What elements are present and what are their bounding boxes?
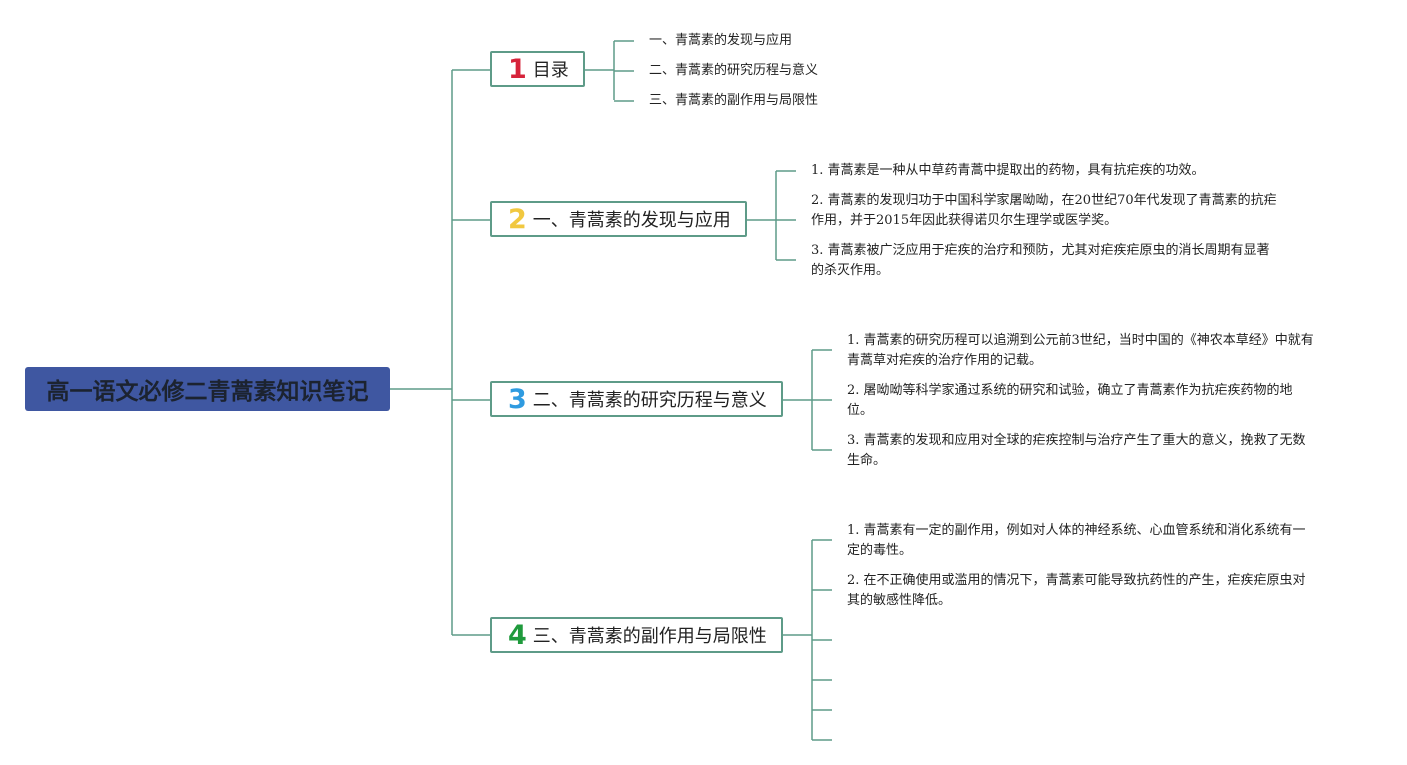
note-line: 3. 青蒿素被广泛应用于疟疾的治疗和预防，尤其对疟疾疟原虫的消长周期有显著 [811,243,1270,258]
discovery-note-3[interactable]: 3. 青蒿素被广泛应用于疟疾的治疗和预防，尤其对疟疾疟原虫的消长周期有显著 的杀… [811,241,1270,281]
note-line: 其的敏感性降低。 [847,593,952,608]
note-line: 1. 青蒿素有一定的副作用，例如对人体的神经系统、心血管系统和消化系统有一 [847,523,1306,538]
research-note-1[interactable]: 1. 青蒿素的研究历程可以追溯到公元前3世纪，当时中国的《神农本草经》中就有 青… [847,331,1314,371]
topic-number-1: 1 [508,53,527,85]
note-line: 2. 青蒿素的发现归功于中国科学家屠呦呦，在20世纪70年代发现了青蒿素的抗疟 [811,193,1277,208]
note-line: 位。 [847,403,874,418]
note-line: 青蒿草对疟疾的治疗作用的记载。 [847,353,1043,368]
side-effects-note-1[interactable]: 1. 青蒿素有一定的副作用，例如对人体的神经系统、心血管系统和消化系统有一 定的… [847,521,1306,561]
topic-research[interactable]: 3 二、青蒿素的研究历程与意义 [490,381,783,417]
toc-item-1[interactable]: 一、青蒿素的发现与应用 [649,33,793,48]
toc-item-3[interactable]: 三、青蒿素的副作用与局限性 [649,93,819,108]
note-line: 1. 青蒿素是一种从中草药青蒿中提取出的药物，具有抗疟疾的功效。 [811,163,1205,178]
topic-number-2: 2 [508,203,527,235]
note-line: 作用，并于2015年因此获得诺贝尔生理学或医学奖。 [811,213,1118,228]
topic-discovery[interactable]: 2 一、青蒿素的发现与应用 [490,201,747,237]
discovery-note-2[interactable]: 2. 青蒿素的发现归功于中国科学家屠呦呦，在20世纪70年代发现了青蒿素的抗疟 … [811,191,1277,231]
root-title: 高一语文必修二青蒿素知识笔记 [46,379,369,405]
topic-label: 三、青蒿素的副作用与局限性 [532,626,767,647]
note-line: 2. 屠呦呦等科学家通过系统的研究和试验，确立了青蒿素作为抗疟疾药物的地 [847,383,1293,398]
note-line: 定的毒性。 [847,543,913,558]
topic-label: 二、青蒿素的研究历程与意义 [532,390,767,411]
topic-number-4: 4 [508,619,527,651]
topic-label: 一、青蒿素的发现与应用 [532,210,731,231]
note-line: 3. 青蒿素的发现和应用对全球的疟疾控制与治疗产生了重大的意义，挽救了无数 [847,433,1306,448]
note-line: 2. 在不正确使用或滥用的情况下，青蒿素可能导致抗药性的产生，疟疾疟原虫对 [847,573,1306,588]
note-line: 1. 青蒿素的研究历程可以追溯到公元前3世纪，当时中国的《神农本草经》中就有 [847,333,1314,348]
topic-number-3: 3 [508,383,527,415]
note-line: 生命。 [847,453,887,468]
research-note-2[interactable]: 2. 屠呦呦等科学家通过系统的研究和试验，确立了青蒿素作为抗疟疾药物的地 位。 [847,381,1293,421]
side-effects-note-2[interactable]: 2. 在不正确使用或滥用的情况下，青蒿素可能导致抗药性的产生，疟疾疟原虫对 其的… [847,571,1306,611]
discovery-note-1[interactable]: 1. 青蒿素是一种从中草药青蒿中提取出的药物，具有抗疟疾的功效。 [811,161,1205,181]
toc-item-2[interactable]: 二、青蒿素的研究历程与意义 [649,63,819,78]
topic-toc[interactable]: 1 目录 [490,51,585,87]
note-line: 的杀灭作用。 [811,263,890,278]
topic-side-effects[interactable]: 4 三、青蒿素的副作用与局限性 [490,617,783,653]
research-note-3[interactable]: 3. 青蒿素的发现和应用对全球的疟疾控制与治疗产生了重大的意义，挽救了无数 生命… [847,431,1306,471]
topic-label: 目录 [532,60,569,81]
root-topic[interactable]: 高一语文必修二青蒿素知识笔记 [25,367,390,411]
